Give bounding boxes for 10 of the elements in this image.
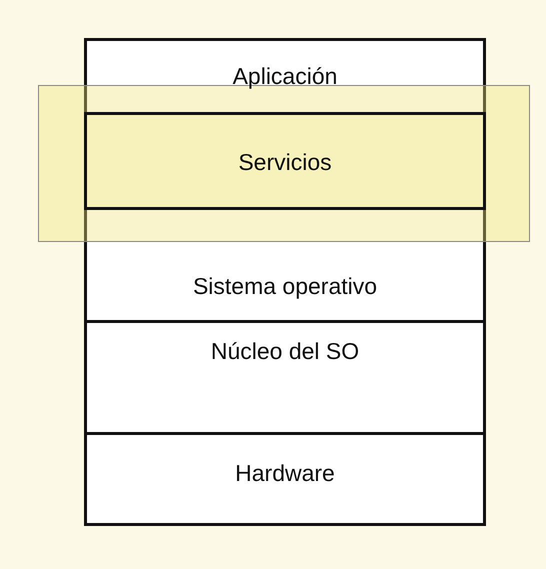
layer-box xyxy=(84,112,486,210)
layer-label: Hardware xyxy=(234,460,336,487)
layer-label: Aplicación xyxy=(232,63,338,90)
layer-label: Sistema operativo xyxy=(192,273,378,300)
layer-box xyxy=(84,432,486,526)
layer-box xyxy=(84,38,486,115)
layer-box xyxy=(84,207,486,323)
layer-box xyxy=(84,320,486,435)
layer-label: Servicios xyxy=(237,149,333,176)
layer-label: Núcleo del SO xyxy=(210,338,360,365)
